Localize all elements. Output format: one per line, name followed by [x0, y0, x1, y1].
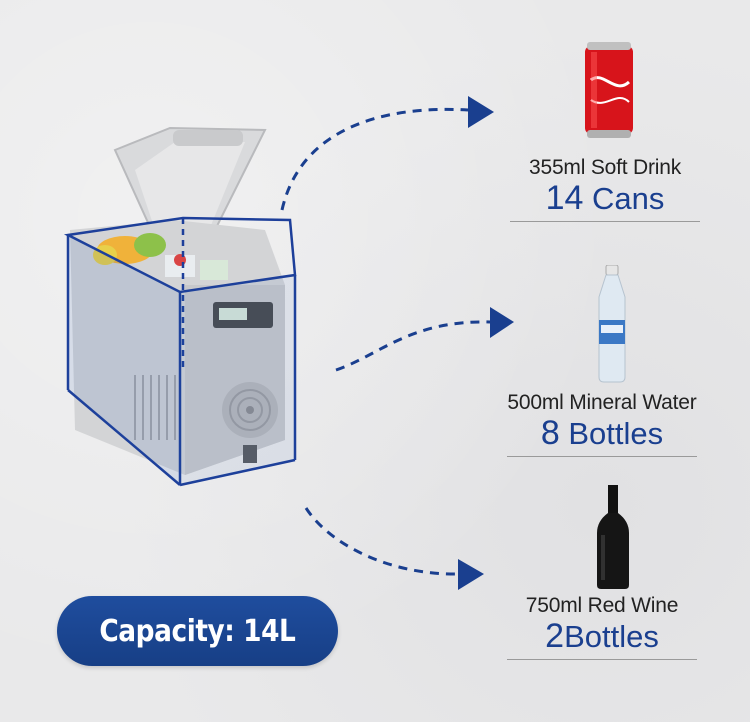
capacity-label: Capacity: 14L: [99, 613, 296, 649]
item-quantity: 8 Bottles: [482, 414, 722, 452]
quantity-number: 2: [545, 617, 565, 655]
arrowhead-icon: [490, 307, 514, 338]
arrowhead-icon: [468, 96, 494, 128]
divider: [507, 659, 697, 661]
dashed-arrow-to-wine: [304, 507, 459, 576]
quantity-unit: Bottles: [559, 416, 664, 451]
item-red-wine: 750ml Red Wine 2Bottles: [482, 594, 722, 661]
soda-can-icon: [585, 42, 633, 138]
quantity-unit: Bottles: [564, 619, 659, 654]
quantity-number: 8: [540, 414, 560, 452]
portable-fridge-icon: [63, 126, 297, 487]
divider: [510, 221, 700, 223]
item-quantity: 2Bottles: [482, 617, 722, 655]
item-quantity: 14 Cans: [485, 179, 725, 217]
item-soft-drink: 355ml Soft Drink 14 Cans: [485, 156, 725, 223]
item-description: 750ml Red Wine: [525, 594, 679, 617]
quantity-unit: Cans: [583, 181, 665, 216]
wine-bottle-icon: [597, 485, 629, 589]
item-description: 355ml Soft Drink: [528, 156, 682, 179]
quantity-number: 14: [545, 179, 584, 217]
item-description: 500ml Mineral Water: [507, 391, 697, 414]
arrowhead-icon: [458, 559, 484, 590]
dashed-arrow-to-cans: [280, 107, 469, 211]
item-mineral-water: 500ml Mineral Water 8 Bottles: [482, 391, 722, 458]
water-bottle-icon: [598, 265, 626, 383]
dashed-arrow-to-water: [335, 320, 491, 372]
divider: [507, 456, 697, 458]
capacity-badge: Capacity: 14L: [57, 596, 338, 666]
